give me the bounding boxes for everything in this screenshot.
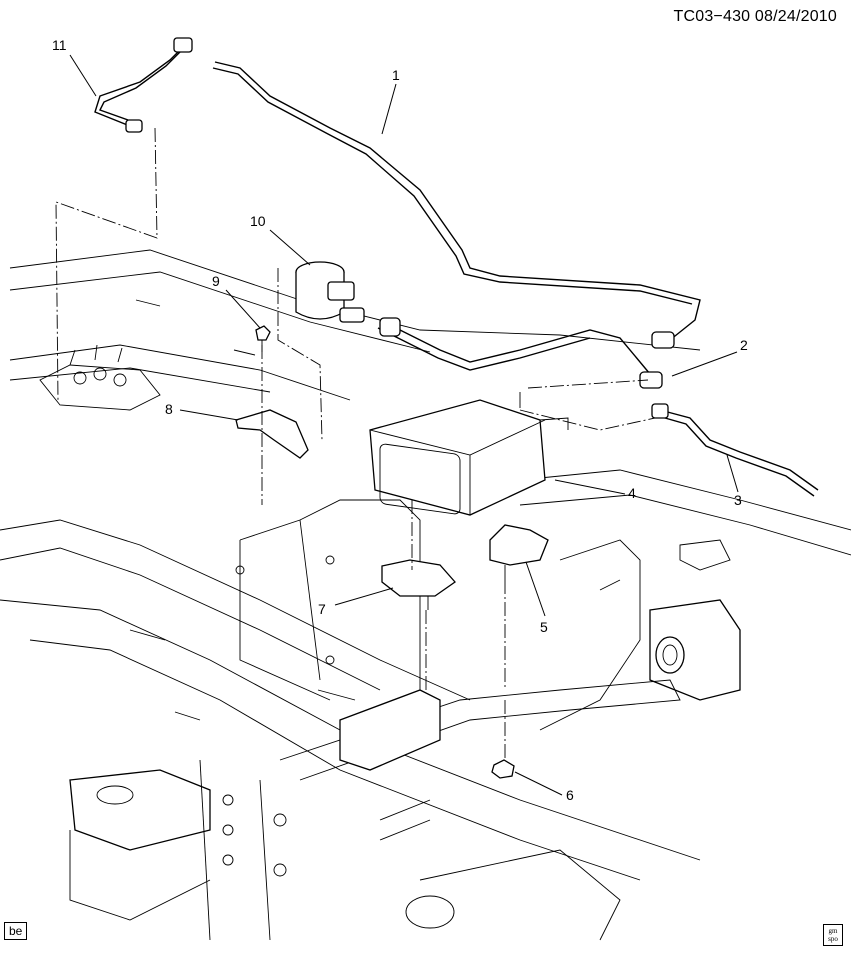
- bracket-7: [381, 559, 456, 597]
- vapor-pipe-1: [214, 61, 701, 341]
- vent-pipe-3: [659, 409, 819, 491]
- callout-10: 10: [250, 213, 266, 229]
- connector-2: [639, 371, 663, 389]
- bracket-5: [489, 524, 549, 566]
- bracket-8: [235, 409, 309, 459]
- nut-6: [491, 759, 515, 779]
- drawing-id: TC03−430 08/24/2010: [673, 8, 837, 25]
- bolt-9: [255, 325, 271, 352]
- pipe-11: [94, 44, 186, 127]
- callout-6: 6: [566, 787, 574, 803]
- gm-spo-logo: gm spo: [823, 924, 843, 946]
- fuel-pump-module: [39, 344, 161, 411]
- callout-8: 8: [165, 401, 173, 417]
- callout-2: 2: [740, 337, 748, 353]
- vent-valve-10: [295, 261, 365, 323]
- corner-tag: be: [4, 922, 28, 940]
- callout-4: 4: [628, 485, 636, 501]
- callout-11: 11: [52, 37, 67, 53]
- callout-3: 3: [734, 492, 742, 508]
- callout-7: 7: [318, 601, 326, 617]
- callout-5: 5: [540, 619, 548, 635]
- callout-numbers: 1 2 3 4 5 6 7 8 9 10 11: [52, 37, 748, 803]
- leader-lines: [69, 54, 739, 796]
- alignment-lines: [55, 127, 656, 760]
- evap-canister-4: [369, 392, 569, 516]
- callout-1: 1: [392, 67, 400, 83]
- vehicle-frame: [0, 249, 851, 941]
- callout-9: 9: [212, 273, 220, 289]
